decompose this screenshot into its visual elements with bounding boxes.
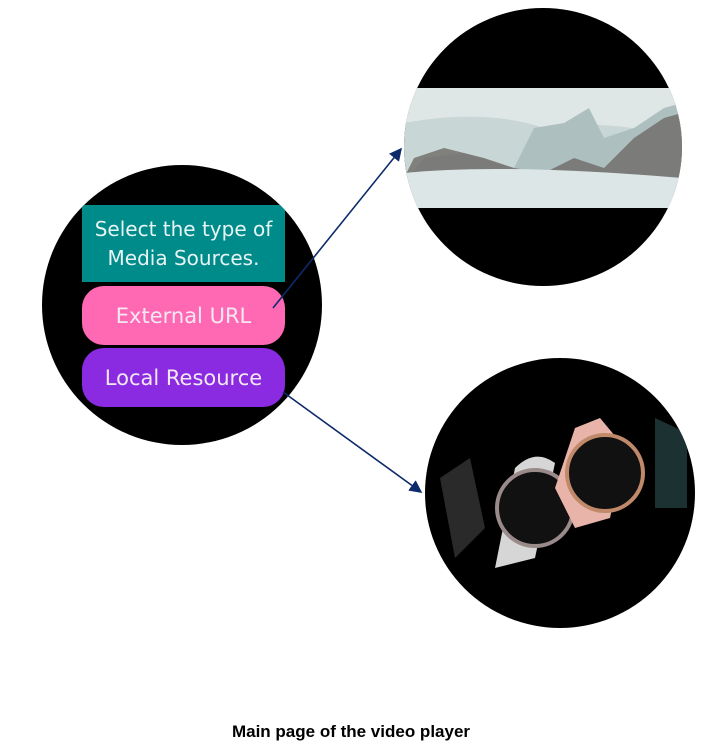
figure-caption: Main page of the video player	[231, 722, 471, 741]
media-source-prompt: Select the type of Media Sources.	[82, 205, 285, 282]
external-video-playback-screen	[404, 8, 682, 286]
external-url-button[interactable]: External URL	[82, 286, 285, 345]
arrow-to-local-video	[282, 391, 423, 493]
prompt-line-2: Media Sources.	[107, 245, 260, 270]
prompt-line-1: Select the type of	[94, 216, 273, 241]
mountain-video-frame	[404, 88, 682, 208]
local-resource-button[interactable]: Local Resource	[82, 348, 285, 407]
local-resource-label: Local Resource	[104, 365, 263, 390]
smartwatches-video-frame	[440, 418, 687, 568]
media-source-menu-screen: Select the type of Media Sources. Extern…	[42, 165, 322, 445]
external-url-label: External URL	[115, 303, 252, 328]
local-video-playback-screen	[425, 358, 695, 628]
